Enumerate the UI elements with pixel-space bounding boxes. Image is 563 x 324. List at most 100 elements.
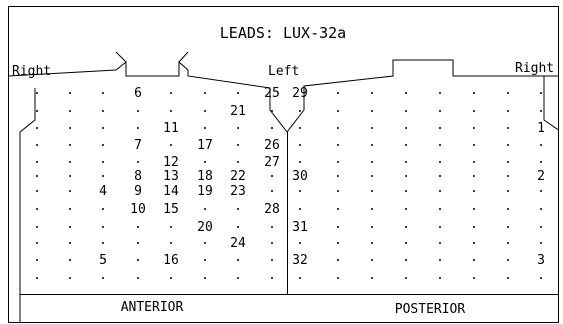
lead-27-label: 27: [264, 155, 280, 170]
electrode-dot: [371, 127, 373, 129]
electrode-dot: [371, 226, 373, 228]
electrode-dot: [439, 277, 441, 279]
electrode-dot: [405, 242, 407, 244]
electrode-dot: [405, 144, 407, 146]
electrode-dot: [237, 161, 239, 163]
electrode-dot: [405, 277, 407, 279]
electrode-dot: [299, 144, 301, 146]
lead-22-label: 22: [230, 169, 246, 184]
electrode-dot: [473, 161, 475, 163]
electrode-dot: [102, 110, 104, 112]
electrode-dot: [102, 208, 104, 210]
electrode-dot: [405, 208, 407, 210]
lead-12-label: 12: [163, 155, 179, 170]
electrode-dot: [237, 127, 239, 129]
electrode-dot: [371, 110, 373, 112]
back-arm-contour: [544, 76, 559, 130]
electrode-dot: [473, 242, 475, 244]
electrode-dot: [337, 277, 339, 279]
electrode-dot: [540, 277, 542, 279]
electrode-dot: [405, 259, 407, 261]
electrode-dot: [371, 161, 373, 163]
left-label: Left: [268, 64, 299, 79]
electrode-dot: [271, 110, 273, 112]
electrode-dot: [507, 277, 509, 279]
diagram-title: LEADS: LUX-32a: [220, 24, 346, 42]
electrode-dot: [237, 92, 239, 94]
electrode-dot: [405, 110, 407, 112]
electrode-dot: [137, 277, 139, 279]
electrode-dot: [439, 110, 441, 112]
electrode-dot: [299, 127, 301, 129]
electrode-dot: [337, 259, 339, 261]
electrode-dot: [102, 127, 104, 129]
electrode-dot: [507, 110, 509, 112]
right-label-anterior: Right: [12, 64, 51, 79]
electrode-dot: [36, 190, 38, 192]
electrode-dot: [507, 208, 509, 210]
electrode-dot: [473, 277, 475, 279]
electrode-dot: [36, 161, 38, 163]
electrode-dot: [271, 259, 273, 261]
electrode-dot: [299, 110, 301, 112]
electrode-dot: [137, 242, 139, 244]
electrode-dot: [337, 175, 339, 177]
lead-28-label: 28: [264, 202, 280, 217]
electrode-dot: [237, 226, 239, 228]
electrode-dot: [102, 175, 104, 177]
electrode-dot: [69, 161, 71, 163]
electrode-dot: [507, 259, 509, 261]
electrode-dot: [69, 190, 71, 192]
electrode-dot: [439, 242, 441, 244]
lead-3-label: 3: [537, 253, 545, 268]
electrode-dot: [36, 242, 38, 244]
lead-32-label: 32: [292, 253, 308, 268]
electrode-dot: [473, 259, 475, 261]
lead-11-label: 11: [163, 121, 179, 136]
electrode-dot: [371, 175, 373, 177]
electrode-dot: [271, 190, 273, 192]
electrode-dot: [371, 259, 373, 261]
electrode-dot: [507, 92, 509, 94]
electrode-dot: [36, 259, 38, 261]
electrode-dot: [439, 92, 441, 94]
electrode-dot: [204, 259, 206, 261]
electrode-dot: [102, 144, 104, 146]
electrode-dot: [337, 161, 339, 163]
electrode-dot: [170, 144, 172, 146]
electrode-dot: [36, 144, 38, 146]
electrode-dot: [540, 92, 542, 94]
lead-19-label: 19: [197, 184, 213, 199]
electrode-dot: [299, 277, 301, 279]
electrode-dot: [439, 175, 441, 177]
lead-24-label: 24: [230, 236, 246, 251]
electrode-dot: [137, 259, 139, 261]
electrode-dot: [473, 208, 475, 210]
electrode-dot: [36, 208, 38, 210]
lead-18-label: 18: [197, 169, 213, 184]
electrode-dot: [405, 175, 407, 177]
lead-1-label: 1: [537, 121, 545, 136]
electrode-dot: [137, 226, 139, 228]
lead-29-label: 29: [292, 86, 308, 101]
electrode-dot: [102, 277, 104, 279]
electrode-dot: [337, 226, 339, 228]
lead-6-label: 6: [134, 86, 142, 101]
electrode-dot: [102, 161, 104, 163]
electrode-dot: [439, 161, 441, 163]
electrode-dot: [473, 127, 475, 129]
electrode-dot: [271, 226, 273, 228]
electrode-dot: [540, 110, 542, 112]
lead-9-label: 9: [134, 184, 142, 199]
outer-frame: [9, 7, 559, 323]
anterior-label: ANTERIOR: [121, 300, 184, 315]
electrode-dot: [237, 208, 239, 210]
electrode-dot: [170, 92, 172, 94]
electrode-dot: [439, 190, 441, 192]
electrode-dot: [540, 226, 542, 228]
electrode-dot: [507, 190, 509, 192]
electrode-dot: [371, 144, 373, 146]
lead-16-label: 16: [163, 253, 179, 268]
